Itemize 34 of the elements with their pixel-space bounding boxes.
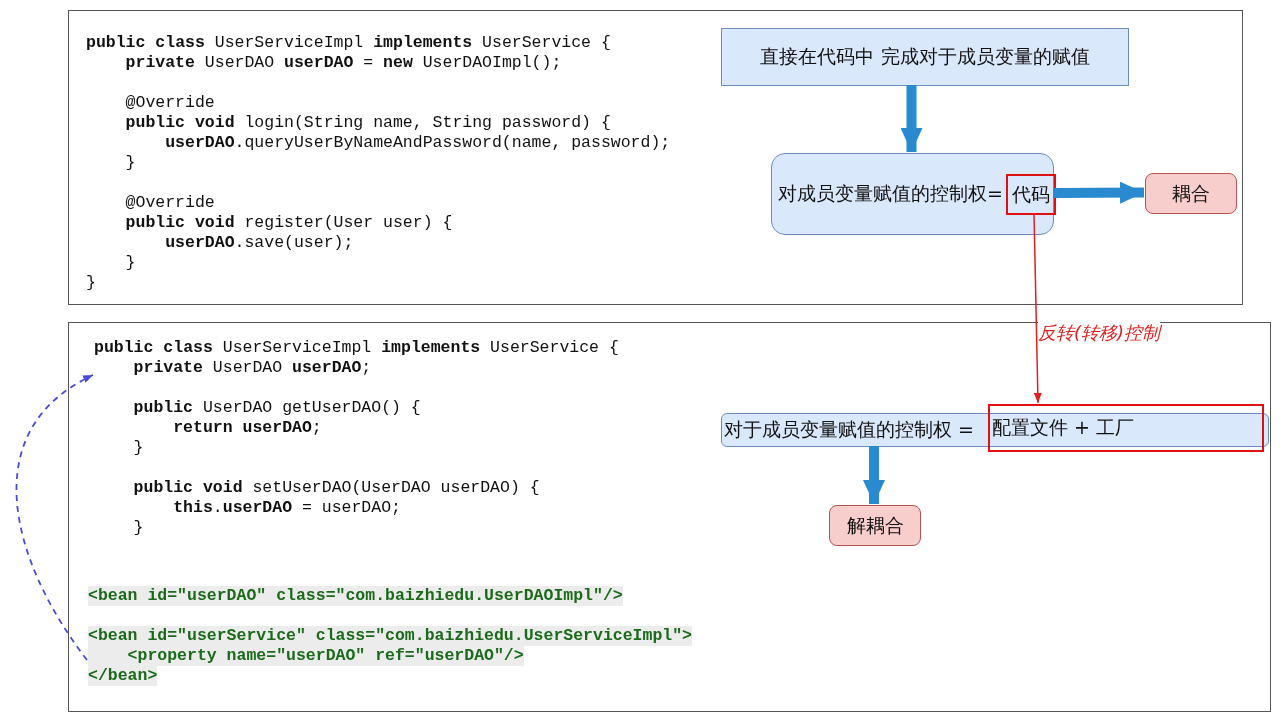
box-text: 对成员变量赋值的控制权= bbox=[778, 181, 1003, 206]
code-panel bbox=[68, 322, 1271, 712]
highlight-box: 代码 bbox=[1006, 174, 1056, 215]
block-arrow bbox=[900, 85, 923, 152]
block-arrow bbox=[1052, 181, 1145, 204]
result-box: 耦合 bbox=[1145, 173, 1237, 214]
code-line: return userDAO; bbox=[172, 418, 322, 438]
code-line: @Override bbox=[124, 93, 215, 113]
block-arrow bbox=[863, 446, 885, 504]
code-line: } bbox=[124, 253, 136, 273]
code-line: public class UserServiceImpl implements UserService { bbox=[86, 33, 611, 53]
rounded-box bbox=[771, 153, 1054, 235]
code-line: private UserDAO userDAO = new UserDAOImpl(); bbox=[124, 53, 562, 73]
code-line: } bbox=[132, 438, 144, 458]
code-line: public void login(String name, String password) { bbox=[124, 113, 611, 133]
code-line: public UserDAO getUserDAO() { bbox=[132, 398, 421, 418]
code-line: userDAO.save(user); bbox=[164, 233, 354, 253]
arrow bbox=[15, 374, 94, 661]
code-line: private UserDAO userDAO; bbox=[132, 358, 372, 378]
code-line: public void setUserDAO(UserDAO userDAO) { bbox=[132, 478, 540, 498]
arrow bbox=[1033, 212, 1042, 404]
code-line: } bbox=[132, 518, 144, 538]
highlight-box: 配置文件 + 工厂 bbox=[988, 404, 1264, 452]
code-line: } bbox=[86, 273, 96, 293]
code-line: } bbox=[124, 153, 136, 173]
code-line: @Override bbox=[124, 193, 215, 213]
code-line: userDAO.queryUserByNameAndPassword(name, password); bbox=[164, 133, 671, 153]
code-line: public void register(User user) { bbox=[124, 213, 453, 233]
code-panel bbox=[68, 10, 1243, 305]
code-line: public class UserServiceImpl implements UserService { bbox=[94, 338, 619, 358]
process-box: 直接在代码中 完成对于成员变量的赋值 bbox=[721, 28, 1129, 86]
code-line: this.userDAO = userDAO; bbox=[172, 498, 401, 518]
result-box: 解耦合 bbox=[829, 505, 921, 546]
edge-label: 反转(转移)控制 bbox=[1038, 322, 1161, 344]
